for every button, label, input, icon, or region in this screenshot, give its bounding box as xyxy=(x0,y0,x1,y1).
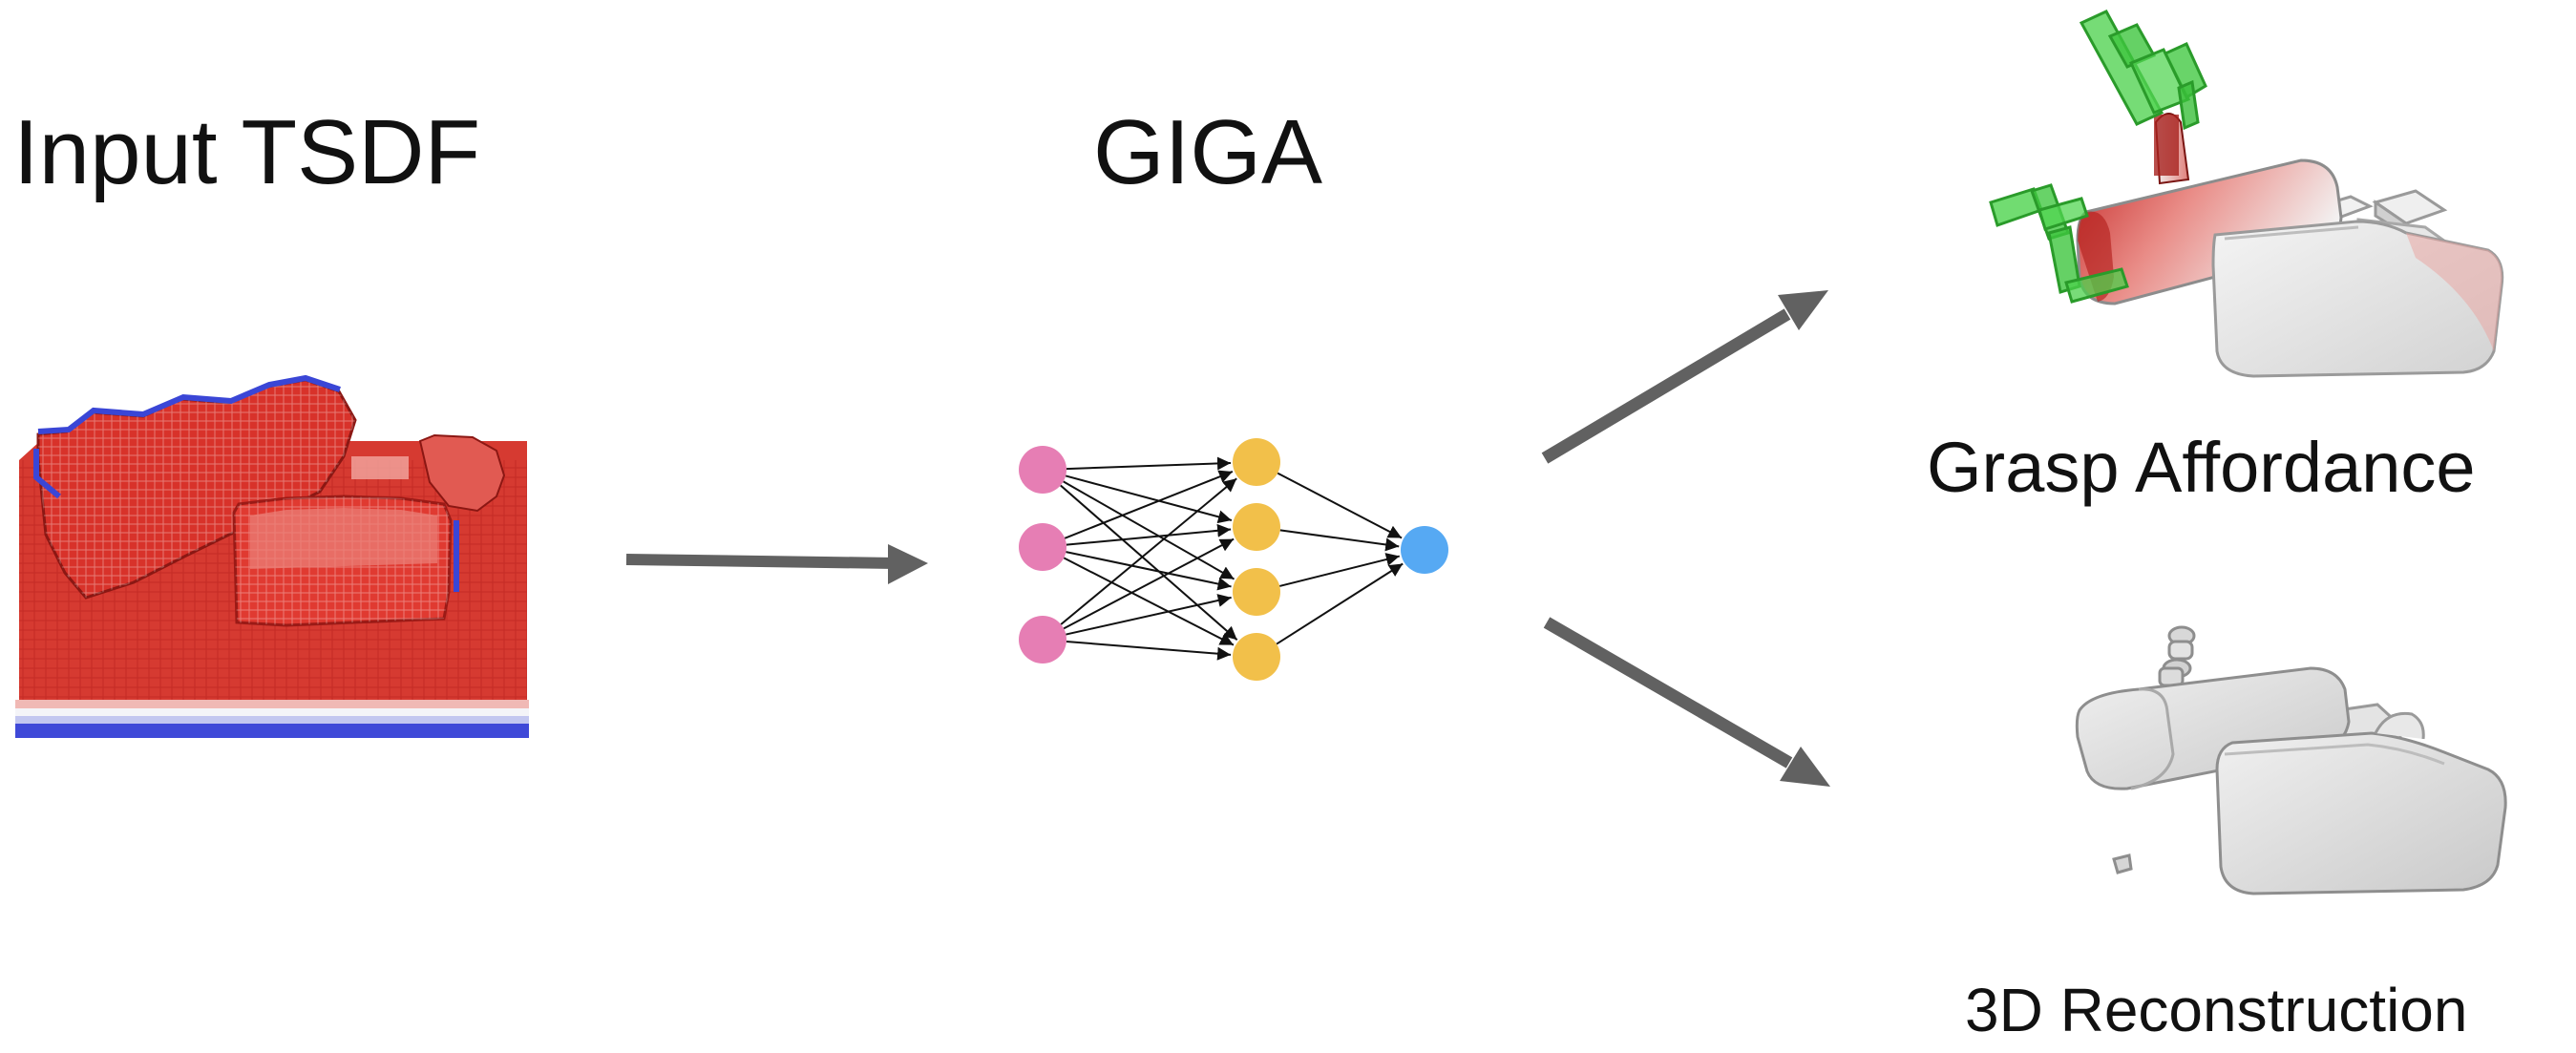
arrow-to-grasp xyxy=(1541,290,1828,464)
gripper-left xyxy=(1989,183,2129,304)
nn-edge xyxy=(1063,557,1235,646)
nn-edge xyxy=(1279,553,1401,587)
neural-network xyxy=(1019,438,1448,681)
nn-node-layer1-1 xyxy=(1019,446,1066,494)
nn-edge xyxy=(1066,551,1232,591)
giga-label: GIGA xyxy=(1093,101,1323,203)
nn-node-layer2-4 xyxy=(1233,633,1280,681)
nn-edge xyxy=(1060,477,1237,625)
nn-node-layer2-3 xyxy=(1233,568,1280,616)
input-tsdf-label: Input TSDF xyxy=(13,101,481,203)
nn-edge xyxy=(1060,484,1238,641)
nn-node-layer2-2 xyxy=(1233,503,1280,551)
nn-node-layer1-2 xyxy=(1019,523,1066,571)
nn-edge xyxy=(1066,594,1232,636)
reconstruction-label: 3D Reconstruction xyxy=(1965,976,2468,1044)
reconstruction-render xyxy=(2075,625,2507,895)
nn-edge xyxy=(1064,470,1234,539)
nn-edge xyxy=(1063,480,1235,580)
nn-edge xyxy=(1279,529,1400,552)
gripper-top xyxy=(2079,10,2207,131)
nn-edge xyxy=(1063,537,1235,630)
grasp-affordance-label: Grasp Affordance xyxy=(1927,428,2476,507)
nn-edge xyxy=(1066,523,1232,546)
arrow-input-to-giga xyxy=(625,544,928,584)
tsdf-voxel-grid xyxy=(15,374,529,738)
nn-node-layer2-1 xyxy=(1233,438,1280,486)
nn-edge xyxy=(1066,456,1232,471)
grasp-affordance-render xyxy=(1989,10,2504,378)
arrow-to-reconstruction xyxy=(1543,617,1830,787)
nn-edge xyxy=(1277,472,1403,539)
nn-edge xyxy=(1066,641,1232,661)
nn-edge xyxy=(1065,474,1233,524)
nn-node-layer3-1 xyxy=(1401,526,1448,574)
nn-node-layer1-3 xyxy=(1019,616,1066,663)
nn-edge xyxy=(1276,562,1404,645)
